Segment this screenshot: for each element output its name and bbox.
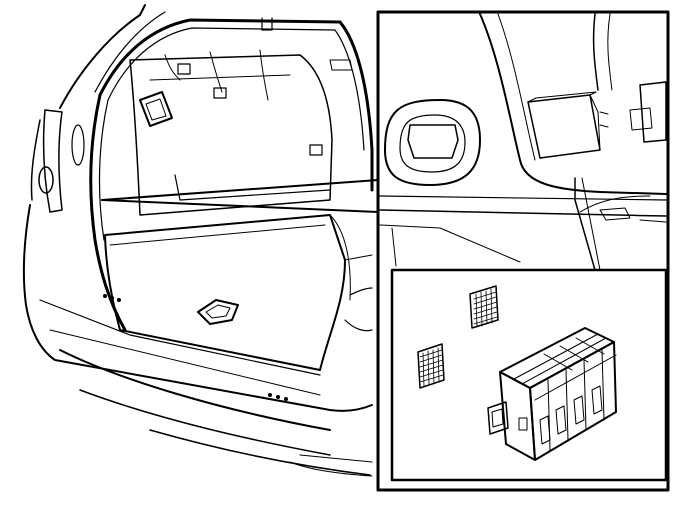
inset-detail-frame <box>390 268 668 482</box>
control-module <box>487 327 617 461</box>
speaker-grille-right <box>469 285 499 329</box>
callout-leader <box>101 179 379 213</box>
car-rear-cargo-area <box>22 4 374 477</box>
speaker-grille-left <box>417 343 445 389</box>
